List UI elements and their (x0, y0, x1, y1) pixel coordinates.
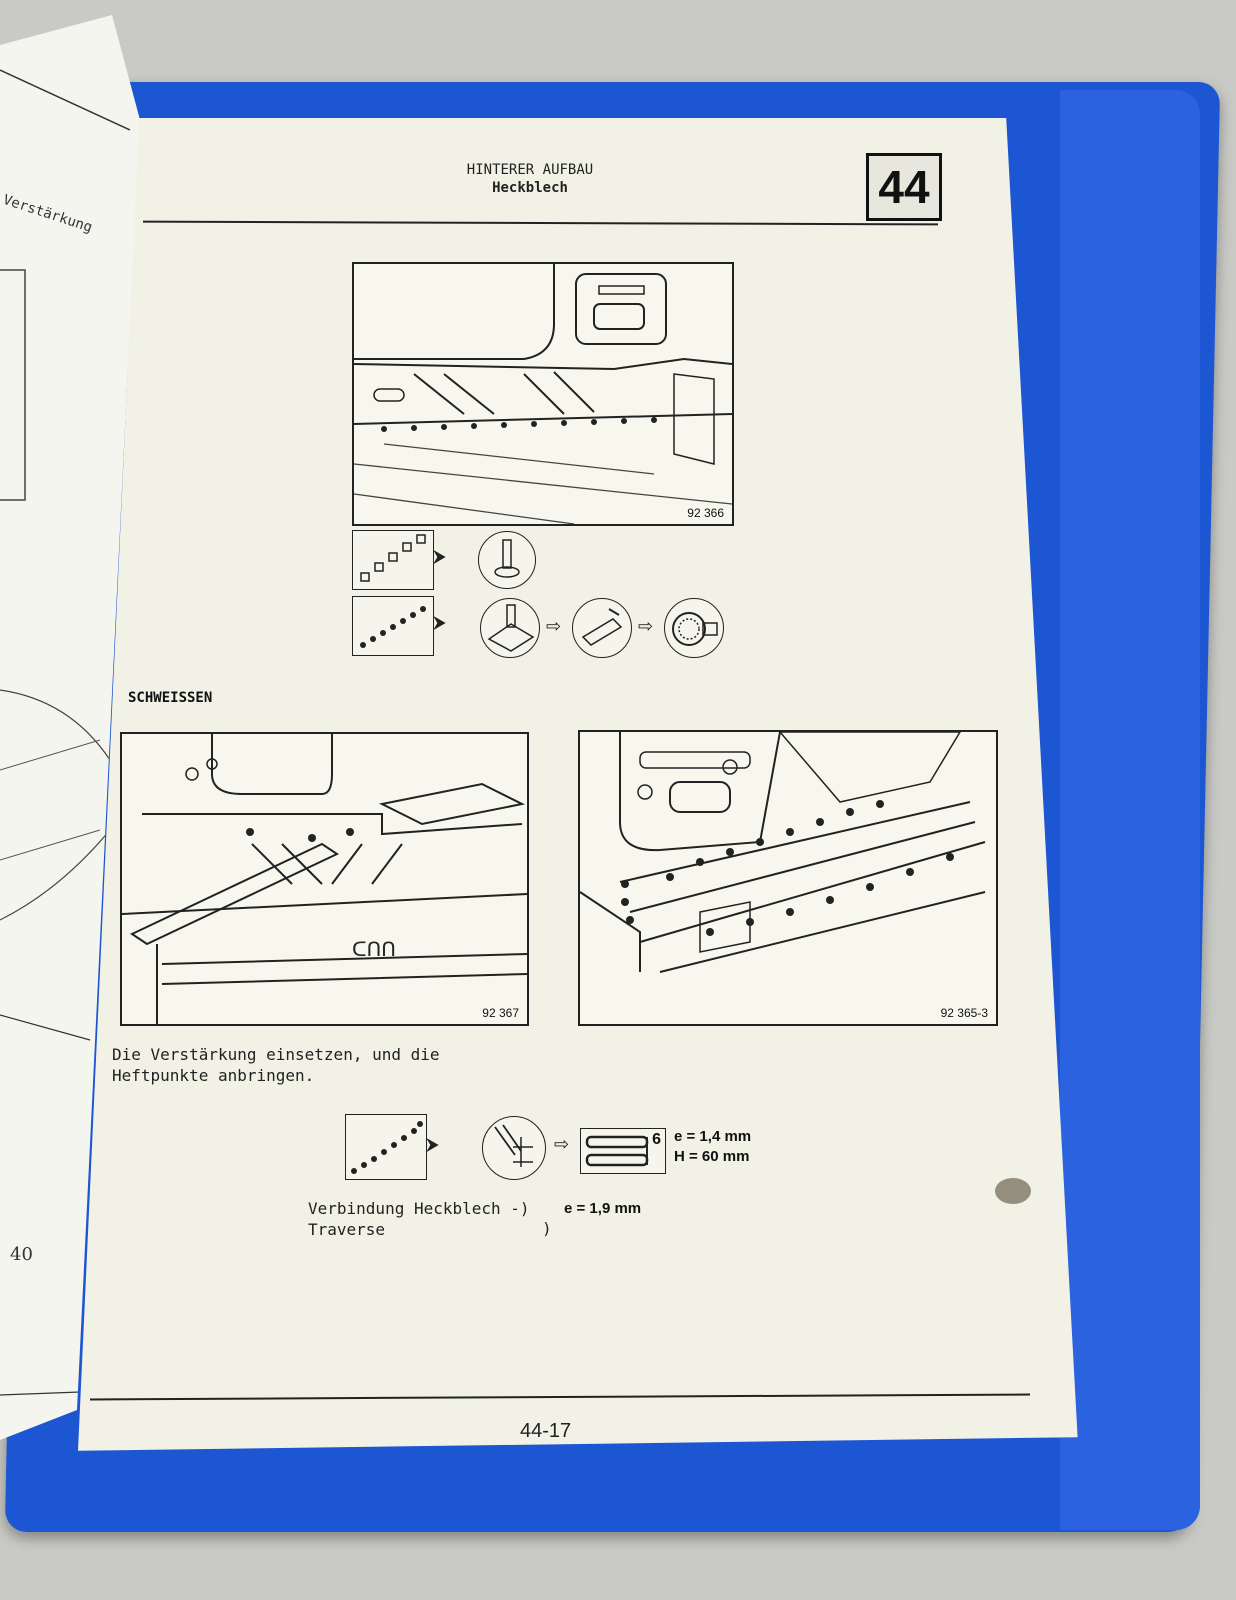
arrow-right-icon: ⮞ (433, 612, 447, 632)
figure-left-drawing: ᑕᑎᑎ (122, 734, 527, 1024)
spot-pattern-box-2 (352, 596, 434, 656)
plug-weld-marker: 6 (652, 1131, 661, 1148)
left-page-number: 40 (10, 1244, 33, 1265)
figure-right-drawing (580, 732, 986, 973)
grinder-wheel-icon (664, 598, 724, 658)
arrow-right-icon: ⇨ (546, 616, 562, 636)
dot-spots-icon (351, 1121, 423, 1174)
figure-right: 92 365-3 (578, 730, 998, 1026)
spot-pattern-box-3 (345, 1114, 427, 1180)
section-subtitle: Heckblech (492, 180, 568, 196)
instruction-text: Die Verstärkung einsetzen, und die Heftp… (112, 1044, 440, 1086)
dot-spots-icon (360, 606, 426, 648)
svg-text:ᑕᑎᑎ: ᑕᑎᑎ (352, 937, 396, 961)
instruction-line-1: Die Verstärkung einsetzen, und die (112, 1045, 440, 1064)
connection-paren: ) (542, 1219, 552, 1238)
page-number: 44-17 (520, 1420, 572, 1442)
spot-pattern-box-1 (352, 530, 434, 590)
plug-weld-box: 6 (580, 1128, 666, 1174)
spot-drill-icon (480, 598, 540, 658)
figure-top-drawing (354, 264, 732, 524)
section-title: HINTERER AUFBAU (466, 162, 594, 178)
connection-line-2: Traverse (308, 1220, 386, 1239)
paper-stain (995, 1178, 1031, 1204)
square-spots-icon (360, 534, 426, 582)
arrow-right-icon: ⇨ (638, 616, 654, 636)
drill-tool-icon (478, 531, 536, 589)
chisel-tool-icon (572, 598, 632, 658)
instruction-line-2: Heftpunkte anbringen. (112, 1066, 315, 1085)
figure-left-code: 92 367 (482, 1006, 519, 1020)
connection-line-1: Verbindung Heckblech -) (308, 1199, 530, 1218)
arrow-right-icon: ⇨ (554, 1134, 570, 1154)
figure-top-code: 92 366 (687, 506, 724, 520)
figure-right-code: 92 365-3 (940, 1006, 988, 1020)
plug-weld-icon (585, 1135, 649, 1167)
arrow-right-icon: ⮞ (426, 1134, 440, 1154)
weld-thickness-e: e = 1,4 mm (674, 1128, 752, 1145)
figure-left: ᑕᑎᑎ 92 367 (120, 732, 529, 1026)
section-label-welding: SCHWEISSEN (128, 690, 213, 706)
connection-thickness-e: e = 1,9 mm (564, 1200, 642, 1217)
connection-text: Verbindung Heckblech -) Traverse (308, 1198, 530, 1240)
welding-torch-icon (482, 1116, 546, 1180)
weld-height-h: H = 60 mm (674, 1148, 750, 1165)
chapter-number-box: 44 (866, 153, 942, 221)
figure-top: 92 366 (352, 262, 734, 526)
binder-edge (1060, 90, 1200, 1530)
arrow-right-icon: ⮞ (433, 546, 447, 566)
